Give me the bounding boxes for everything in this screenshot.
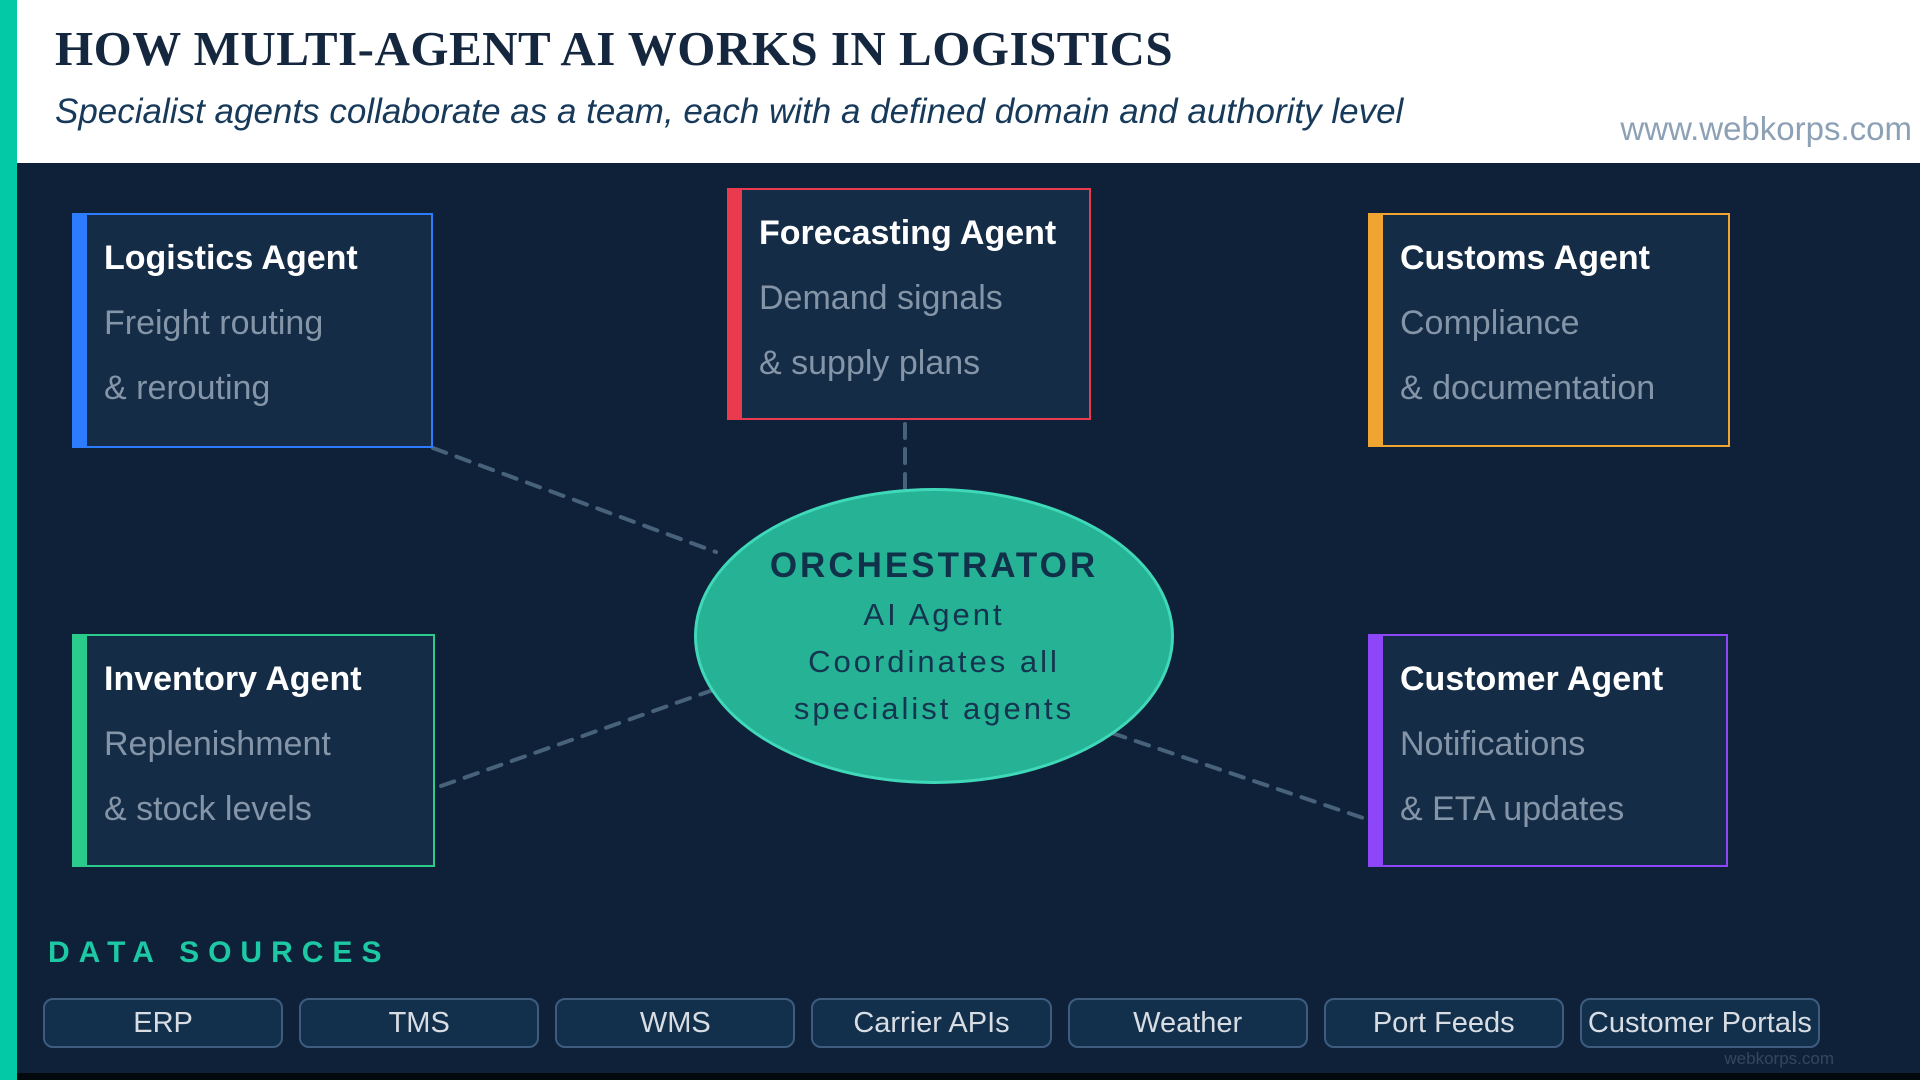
agent-card-forecasting: Forecasting Agent Demand signals & suppl… [727, 188, 1091, 420]
agent-description-line: Demand signals [759, 279, 1003, 317]
data-sources-row: ERP TMS WMS Carrier APIs Weather Port Fe… [43, 998, 1820, 1048]
orchestrator-line: specialist agents [793, 690, 1075, 726]
orchestrator-title: ORCHESTRATOR [769, 545, 1099, 585]
page-title: HOW MULTI-AGENT AI WORKS IN LOGISTICS [55, 21, 1174, 76]
agent-description-line: Notifications [1400, 725, 1586, 763]
accent-bar [74, 636, 87, 865]
connector-logistics-orchestrator [431, 446, 718, 554]
agent-card-logistics: Logistics Agent Freight routing & rerout… [72, 213, 433, 448]
agent-description-line: Compliance [1400, 304, 1580, 342]
agent-title: Customs Agent [1400, 239, 1650, 277]
agent-description-line: & supply plans [759, 344, 981, 382]
data-source-pill-wms: WMS [555, 998, 796, 1048]
connector-inventory-orchestrator [439, 688, 715, 788]
bottom-strip [17, 1073, 1920, 1080]
data-sources-label: DATA SOURCES [48, 936, 391, 969]
watermark: webkorps.com [1724, 1049, 1834, 1068]
orchestrator-line: Coordinates all [808, 643, 1060, 679]
accent-bar [729, 190, 742, 418]
agent-description-line: Replenishment [104, 725, 331, 763]
data-source-pill-customer-portals: Customer Portals [1579, 998, 1820, 1048]
data-source-pill-weather: Weather [1067, 998, 1308, 1048]
agent-description-line: & ETA updates [1400, 790, 1625, 828]
agent-title: Forecasting Agent [759, 214, 1057, 252]
page-subtitle: Specialist agents collaborate as a team,… [55, 92, 1404, 131]
header: HOW MULTI-AGENT AI WORKS IN LOGISTICS Sp… [17, 0, 1920, 163]
data-source-pill-tms: TMS [299, 998, 540, 1048]
accent-bar [1370, 215, 1383, 445]
agent-card-customs: Customs Agent Compliance & documentation [1368, 213, 1730, 447]
agent-title: Customer Agent [1400, 660, 1664, 698]
data-source-pill-carrier-apis: Carrier APIs [811, 998, 1052, 1048]
agent-description-line: & stock levels [104, 790, 312, 828]
accent-bar [1370, 636, 1383, 865]
side-accent-bar [0, 0, 17, 1080]
data-source-pill-erp: ERP [43, 998, 284, 1048]
connector-orchestrator-customer [1110, 731, 1374, 823]
accent-bar [74, 215, 87, 446]
orchestrator-line: AI Agent [863, 596, 1005, 632]
agent-title: Inventory Agent [104, 660, 362, 698]
website-url: www.webkorps.com [1620, 110, 1912, 147]
agent-description-line: & documentation [1400, 369, 1656, 407]
agent-description-line: Freight routing [104, 304, 324, 342]
agent-title: Logistics Agent [104, 239, 358, 277]
agent-card-customer: Customer Agent Notifications & ETA updat… [1368, 634, 1728, 867]
data-source-pill-port-feeds: Port Feeds [1323, 998, 1564, 1048]
orchestrator-ellipse: ORCHESTRATOR AI Agent Coordinates all sp… [694, 488, 1174, 784]
agent-card-inventory: Inventory Agent Replenishment & stock le… [72, 634, 435, 867]
agent-description-line: & rerouting [104, 369, 271, 407]
